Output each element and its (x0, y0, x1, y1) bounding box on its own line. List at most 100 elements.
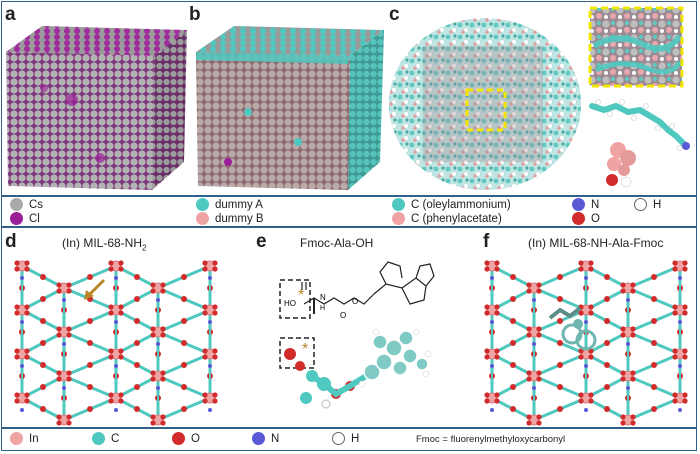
framework-amine-nitrogen (208, 320, 212, 324)
cube-a-render (6, 26, 187, 190)
framework-node-oxygen (108, 398, 114, 404)
framework-amine-nitrogen (156, 298, 160, 302)
legend-item-dummy-a: dummy A (196, 198, 263, 211)
framework-node-oxygen (150, 376, 156, 382)
svg-text:O: O (352, 297, 358, 306)
fmoc-footnote: Fmoc = fluorenylmethyloxycarbonyl (416, 434, 566, 445)
framework-amine-nitrogen (208, 276, 212, 280)
framework-node-oxygen (212, 266, 218, 272)
divider-middle (1, 226, 697, 228)
framework-node-oxygen (118, 398, 124, 404)
framework-node-oxygen (536, 376, 542, 382)
framework-node-oxygen (578, 310, 584, 316)
framework-oxygen (604, 318, 610, 324)
framework-oxygen (40, 318, 46, 324)
oleylammonium-model (589, 99, 690, 151)
framework-node-oxygen (630, 376, 636, 382)
framework-node-oxygen (682, 398, 688, 404)
framework-oxygen (510, 406, 516, 412)
framework-oxygen (181, 340, 187, 346)
framework-oxygen (557, 340, 563, 346)
legend-item-c-phenylacetate: C (phenylacetate) (392, 212, 502, 225)
legend-swatch-o (172, 432, 185, 445)
framework-amine-nitrogen (678, 408, 682, 412)
framework-node-oxygen (160, 326, 166, 332)
framework-oxygen (510, 296, 516, 302)
legend-item-o: O (172, 432, 200, 445)
framework-amine-nitrogen (114, 276, 118, 280)
svg-text:*: * (302, 341, 308, 358)
framework-oxygen (87, 384, 93, 390)
framework-oxygen (604, 362, 610, 368)
framework-node-oxygen (108, 354, 114, 360)
framework-node-oxygen (56, 414, 62, 420)
zoom-inset (588, 6, 684, 88)
framework-node-oxygen (66, 326, 72, 332)
framework-oxygen (557, 362, 563, 368)
framework-node-oxygen (526, 420, 532, 426)
framework-node-oxygen (620, 332, 626, 338)
framework-node-oxygen (682, 348, 688, 354)
cube-a-top-face (6, 26, 187, 56)
framework-node-oxygen (202, 354, 208, 360)
framework-amine-nitrogen (208, 408, 212, 412)
framework-node-oxygen (56, 370, 62, 376)
framework-node-oxygen (24, 392, 30, 398)
framework-node-oxygen (526, 370, 532, 376)
framework-node-oxygen (202, 348, 208, 354)
framework-node-oxygen (578, 398, 584, 404)
panel-label-b: b (189, 4, 201, 25)
svg-text:H: H (320, 305, 325, 312)
framework-node-oxygen (24, 304, 30, 310)
framework-amine-nitrogen (114, 364, 118, 368)
framework-node-oxygen (150, 282, 156, 288)
framework-oxygen (134, 318, 140, 324)
framework-node-oxygen (118, 304, 124, 310)
ligand-shell (389, 18, 581, 190)
framework-oxygen (604, 340, 610, 346)
framework-node-oxygen (536, 370, 542, 376)
legend-swatch-c-phenylacetate (392, 212, 405, 225)
framework-node-oxygen (536, 326, 542, 332)
framework-node-oxygen (118, 310, 124, 316)
framework-node-oxygen (150, 326, 156, 332)
framework-node-oxygen (672, 398, 678, 404)
framework-amine-nitrogen (20, 408, 24, 412)
framework-node-oxygen (526, 282, 532, 288)
framework-amine-nitrogen (532, 342, 536, 346)
framework-node-oxygen (630, 420, 636, 426)
framework-oxygen (87, 274, 93, 280)
framework-amine-nitrogen (584, 408, 588, 412)
framework-node-oxygen (484, 398, 490, 404)
fmoc-ala-oh-structure: HO * N H O O (279, 261, 435, 320)
framework-oxygen (651, 318, 657, 324)
framework-node-oxygen (536, 282, 542, 288)
framework-node-oxygen (484, 266, 490, 272)
framework-node-oxygen (108, 310, 114, 316)
framework-oxygen (181, 274, 187, 280)
framework-amine-nitrogen (208, 364, 212, 368)
panel-label-f: f (483, 231, 490, 252)
framework-node-oxygen (484, 348, 490, 354)
framework-oxygen (510, 340, 516, 346)
framework-oxygen (40, 340, 46, 346)
panel-label-c: c (389, 4, 400, 25)
framework-node-oxygen (66, 414, 72, 420)
framework-node-oxygen (118, 392, 124, 398)
framework-amine-nitrogen (490, 320, 494, 324)
framework-node-oxygen (620, 326, 626, 332)
framework-node-oxygen (14, 392, 20, 398)
framework-oxygen (87, 340, 93, 346)
framework-oxygen (604, 274, 610, 280)
framework-node-oxygen (118, 260, 124, 266)
framework-amine-nitrogen (490, 408, 494, 412)
framework-node-oxygen (494, 304, 500, 310)
framework-oxygen (510, 274, 516, 280)
framework-node-oxygen (160, 414, 166, 420)
zoom-region-box (465, 88, 507, 132)
framework-amine-nitrogen (20, 276, 24, 280)
framework-node-oxygen (56, 332, 62, 338)
framework-node-oxygen (526, 376, 532, 382)
legend-item-in: In (10, 432, 39, 445)
